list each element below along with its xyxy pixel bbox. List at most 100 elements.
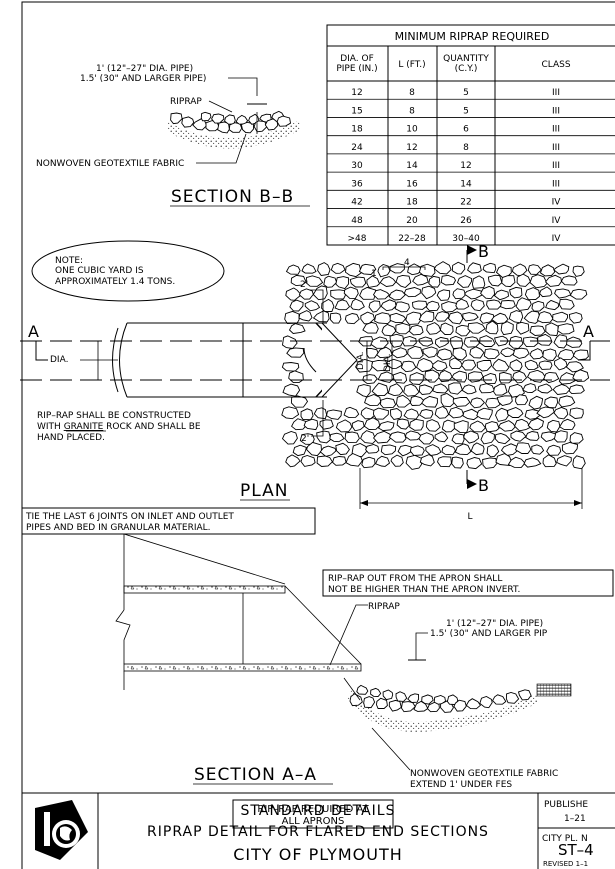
riprap-stone xyxy=(525,431,540,441)
table-cell: 26 xyxy=(460,216,472,226)
riprap-stone xyxy=(542,348,557,361)
riprap-stone xyxy=(374,312,392,325)
riprap-stone xyxy=(290,395,309,408)
riprap-stone xyxy=(493,289,509,301)
riprap-stone xyxy=(407,693,420,703)
riprap-stone xyxy=(286,347,305,358)
riprap-stone xyxy=(479,312,495,324)
riprap-stone xyxy=(405,454,423,470)
riprap-stone xyxy=(516,273,531,287)
riprap-stone xyxy=(544,396,559,409)
riprap-stone xyxy=(421,395,438,408)
riprap-stone xyxy=(388,289,406,301)
riprap-stone xyxy=(313,407,328,420)
riprap-stone xyxy=(298,288,314,300)
aa-fabric-line2: EXTEND 1' UNDER FES xyxy=(410,780,512,790)
riprap-stone xyxy=(568,384,585,395)
riprap-stone xyxy=(554,288,572,299)
length-label: L xyxy=(467,512,472,522)
riprap-stone xyxy=(496,395,513,406)
riprap-stone xyxy=(451,261,466,275)
riprap-stone xyxy=(329,312,342,324)
riprap-stone xyxy=(441,419,457,433)
riprap-stone xyxy=(449,357,463,370)
riprap-stone xyxy=(545,322,559,337)
riprap-stone xyxy=(343,286,359,300)
riprap-stone xyxy=(453,420,469,433)
table-cell: 24 xyxy=(351,143,363,153)
riprap-stone xyxy=(428,275,441,288)
riprap-stone xyxy=(290,274,307,287)
riprap-stone xyxy=(368,300,381,313)
riprap-stone xyxy=(343,406,360,418)
riprap-stone xyxy=(291,418,308,431)
riprap-stone xyxy=(482,457,498,469)
riprap-stone xyxy=(495,407,509,422)
riprap-stone xyxy=(170,112,183,125)
riprap-stone xyxy=(298,310,313,322)
riprap-stone xyxy=(292,444,307,457)
spec-line2: WITH GRANITE ROCK AND SHALL BE xyxy=(37,422,201,432)
table-cell: 15 xyxy=(351,106,362,116)
riprap-stone xyxy=(470,442,485,456)
aa-riprap-label: RIPRAP xyxy=(368,602,400,612)
riprap-stone xyxy=(335,276,350,290)
riprap-stone xyxy=(436,348,453,361)
riprap-stone xyxy=(300,408,314,421)
riprap-stone xyxy=(539,286,553,298)
riprap-stone xyxy=(396,418,410,430)
riprap-stone xyxy=(412,273,429,286)
riprap-stone xyxy=(545,299,560,311)
riprap-stone xyxy=(543,371,560,384)
table-cell: 8 xyxy=(409,106,415,116)
apron-line2: NOT BE HIGHER THAN THE APRON INVERT. xyxy=(328,585,520,595)
riprap-stone xyxy=(546,444,562,456)
table-header-cell: QUANTITY xyxy=(443,54,489,64)
table-cell: 8 xyxy=(409,88,415,98)
table-header-cell: CLASS xyxy=(541,60,570,70)
riprap-stone xyxy=(389,408,402,420)
riprap-stone xyxy=(351,420,365,432)
riprap-stone xyxy=(463,430,480,444)
table-cell: IV xyxy=(552,198,562,208)
riprap-stone xyxy=(440,274,457,286)
riprap-stone xyxy=(403,383,420,397)
bb-depth-line2: 1.5' (30" AND LARGER PIPE) xyxy=(80,74,206,84)
riprap-stone xyxy=(501,275,516,288)
riprap-stone xyxy=(380,444,397,456)
riprap-stone xyxy=(499,371,512,384)
riprap-stone xyxy=(372,289,391,300)
riprap-stone xyxy=(507,456,526,468)
riprap-stone xyxy=(558,372,578,385)
riprap-stone xyxy=(467,262,482,274)
section-bb: 1' (12"–27" DIA. PIPE) 1.5' (30" AND LAR… xyxy=(36,64,310,207)
riprap-stone xyxy=(553,406,569,420)
riprap-stone xyxy=(405,311,422,325)
city-logo xyxy=(35,800,88,860)
riprap-stone xyxy=(181,116,195,128)
riprap-stone xyxy=(536,311,554,324)
riprap-stone xyxy=(419,409,434,419)
riprap-stone xyxy=(364,394,382,406)
table-cell: 14 xyxy=(406,161,418,171)
riprap-stone xyxy=(350,298,365,311)
riprap-stone xyxy=(539,264,556,277)
riprap-stone xyxy=(390,454,404,467)
table-cell: >48 xyxy=(348,234,367,244)
riprap-stone xyxy=(301,263,317,274)
riprap-stone xyxy=(358,263,377,275)
riprap-stone xyxy=(510,430,527,442)
plan-title: PLAN xyxy=(240,481,288,501)
riprap-stone xyxy=(356,384,371,398)
riprap-stone xyxy=(456,275,473,288)
riprap-stone xyxy=(425,444,442,456)
bb-fabric-label: NONWOVEN GEOTEXTILE FABRIC xyxy=(36,159,184,169)
riprap-stone xyxy=(377,264,391,278)
riprap-stone xyxy=(455,298,470,310)
riprap-stone xyxy=(492,694,507,705)
riprap-stone xyxy=(452,288,467,300)
riprap-stone xyxy=(524,287,540,300)
dia-label-vertical: DIA. xyxy=(356,352,366,370)
riprap-stone xyxy=(572,369,590,382)
